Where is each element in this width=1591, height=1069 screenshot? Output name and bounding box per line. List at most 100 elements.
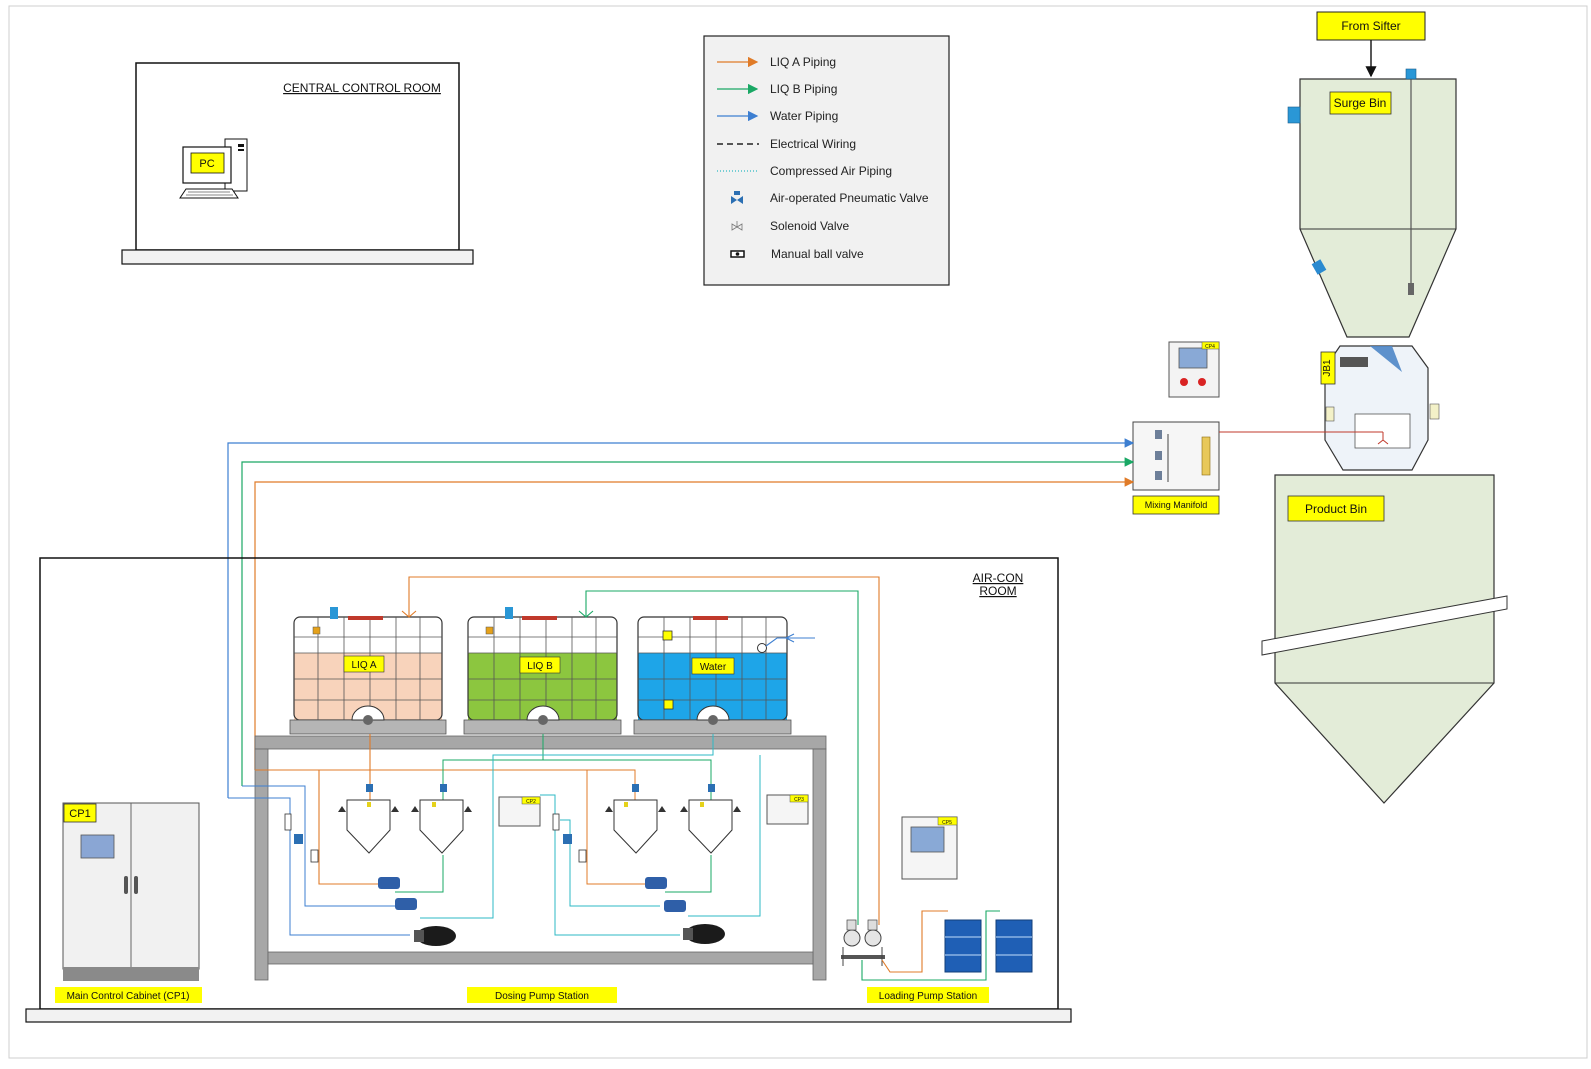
flowmeter-icon <box>1201 436 1211 476</box>
tank-liq-a <box>289 607 447 735</box>
dosing-outlet-left <box>228 785 410 936</box>
tank-liq-a-tag <box>343 655 385 673</box>
surge-bin <box>1299 78 1457 338</box>
legend-label-5: Air-operated Pneumatic Valve <box>770 191 929 205</box>
product-bin-tag <box>1287 495 1385 522</box>
process-train: From Sifter Surge Bin JB1 CP4 <box>1132 11 1508 804</box>
cp3-label: CP3 <box>794 797 804 803</box>
liq-a-fill-line <box>408 576 880 925</box>
tank-water-tag <box>691 657 735 675</box>
dosing-outlet-right <box>540 794 680 936</box>
central-control-room: CENTRAL CONTROL ROOM PC <box>121 62 474 265</box>
dosing-frame <box>254 735 827 981</box>
legend-label-7: Manual ball valve <box>771 247 864 261</box>
drum-liq-b <box>995 919 1033 973</box>
mixing-manifold-tag <box>1132 495 1220 515</box>
drum-liq-a <box>944 919 982 973</box>
legend-label-6: Solenoid Valve <box>770 219 849 233</box>
cp5-tag <box>937 816 958 826</box>
aircon-room-floor <box>25 1008 1072 1023</box>
dosing-hopper-1 <box>338 799 399 854</box>
control-room-title: CENTRAL CONTROL ROOM <box>283 81 441 95</box>
dosing-pump-icon <box>378 877 686 912</box>
legend-box <box>703 35 950 286</box>
tank-water-label: Water <box>700 662 727 673</box>
mixer-window <box>1354 413 1411 449</box>
tank-liq-b-label: LIQ B <box>527 661 553 672</box>
solenoid-valve-icon <box>731 221 743 231</box>
loading-pump-icon <box>841 919 885 966</box>
mixer-paddle-icon <box>1370 346 1402 372</box>
water-dosing-line <box>420 734 761 919</box>
pc-label: PC <box>199 158 214 170</box>
main-cabinet-zone-label: Main Control Cabinet (CP1) <box>67 991 190 1002</box>
legend-label-2: Water Piping <box>770 109 838 123</box>
vibrator-icon <box>1311 259 1327 275</box>
legend-label-1: LIQ B Piping <box>770 82 837 96</box>
liq-b-fill-line <box>585 590 859 925</box>
cp2-label: CP2 <box>526 799 536 805</box>
liq-b-fill-arrow <box>578 610 594 618</box>
cp4-screen <box>1178 347 1208 369</box>
level-probe-tip <box>1408 283 1414 295</box>
dosing-zone-tag <box>467 987 617 1003</box>
main-cabinet-zone-tag <box>55 987 202 1003</box>
pneumatic-valves-dosing <box>284 784 715 863</box>
spray-nozzle-icon <box>1377 432 1389 445</box>
loading-zone-tag <box>867 987 989 1003</box>
aircon-room-title-line2: ROOM <box>979 584 1016 598</box>
manifold-valve-3 <box>1155 471 1162 480</box>
loading-zone-label: Loading Pump Station <box>879 991 977 1002</box>
cp4-button-left <box>1180 378 1188 386</box>
liq-b-supply-line <box>241 457 1135 786</box>
cp5-screen <box>910 826 945 853</box>
surge-bin-tag <box>1329 91 1392 115</box>
cp3-tag <box>789 794 809 803</box>
surge-bin-label: Surge Bin <box>1334 96 1387 110</box>
tank-liq-a-label: LIQ A <box>351 660 376 671</box>
transfer-pump-icon <box>414 924 725 946</box>
pneumatic-valve-icon <box>731 191 743 204</box>
legend-label-3: Electrical Wiring <box>770 137 856 151</box>
liq-a-fill-arrow <box>401 610 417 618</box>
level-sensor-icon <box>1405 68 1417 80</box>
tank-liq-b-tag <box>519 656 561 674</box>
manifold-valve-1 <box>1155 430 1162 439</box>
cp2-tag <box>521 796 541 805</box>
pc-icon <box>179 138 248 199</box>
page-border <box>8 5 1588 1059</box>
cp4-label: CP4 <box>1205 344 1215 350</box>
jb1-label: JB1 <box>1322 359 1333 377</box>
cp1-tag <box>63 803 97 823</box>
control-room-floor <box>121 249 474 265</box>
product-bin-break <box>1261 595 1508 656</box>
cp1-label: CP1 <box>69 808 90 820</box>
legend-label-0: LIQ A Piping <box>770 55 836 69</box>
tank-water <box>633 616 815 735</box>
dosing-zone-label: Dosing Pump Station <box>495 991 589 1002</box>
product-bin-label: Product Bin <box>1305 502 1367 516</box>
bin-sensor-icon <box>1287 106 1301 124</box>
ball-valve-icon <box>730 250 745 258</box>
cp4-tag <box>1201 341 1220 350</box>
dosing-hopper-3 <box>605 799 666 854</box>
supply-lines <box>227 438 1135 798</box>
water-supply-line <box>227 438 1135 798</box>
jb1-box <box>1320 351 1336 385</box>
liq-a-dosing-branch <box>370 769 645 885</box>
main-control-cabinet <box>62 802 200 981</box>
mixer-sensor-left <box>1325 406 1335 422</box>
mixer-sensor-right <box>1429 403 1440 420</box>
from-sifter-label: From Sifter <box>1341 19 1400 33</box>
legend-label-4: Compressed Air Piping <box>770 164 892 178</box>
liq-a-supply-line <box>254 477 1135 770</box>
dosing-hopper-2 <box>411 799 472 854</box>
cp5-label: CP5 <box>942 820 952 826</box>
drum-liq-b-line <box>861 910 1000 981</box>
mixing-manifold-label: Mixing Manifold <box>1145 500 1208 510</box>
legend: LIQ A Piping LIQ B Piping Water Piping E… <box>703 35 950 286</box>
aircon-room-title-line1: AIR-CON <box>973 571 1024 585</box>
aircon-room: AIR-CON ROOM CP1 <box>25 557 1072 1023</box>
